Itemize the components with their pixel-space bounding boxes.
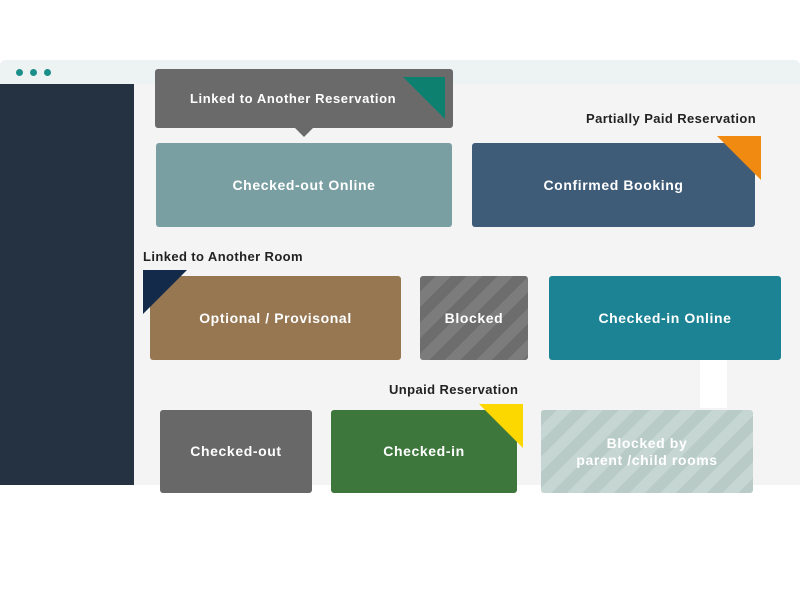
checked-out-online-block[interactable]: Checked-out Online (156, 143, 452, 227)
sidebar (0, 84, 134, 485)
optional-provisional-block[interactable]: Optional / Provisonal (150, 276, 401, 360)
blocked-parent-child-block[interactable]: Blocked by parent /child rooms (541, 410, 753, 493)
optional-provisional-label: Optional / Provisonal (199, 309, 352, 326)
window-dot[interactable] (44, 69, 51, 76)
partially-paid-corner-marker (717, 136, 761, 180)
window-dot[interactable] (16, 69, 23, 76)
divider-gap (700, 360, 727, 408)
checked-out-online-label: Checked-out Online (232, 176, 376, 193)
unpaid-label: Unpaid Reservation (389, 382, 519, 397)
linked-reservation-label: Linked to Another Reservation (190, 91, 397, 106)
blocked-label: Blocked (444, 309, 504, 326)
blocked-parent-line2: parent /child rooms (576, 451, 718, 468)
partially-paid-label: Partially Paid Reservation (586, 111, 757, 126)
blocked-parent-line1: Blocked by (606, 434, 688, 451)
confirmed-booking-label: Confirmed Booking (543, 176, 684, 193)
blocked-block[interactable]: Blocked (420, 276, 528, 360)
linked-reservation-corner-marker (403, 77, 445, 119)
checked-out-label: Checked-out (190, 443, 282, 459)
linked-room-corner-marker (143, 270, 187, 314)
checked-in-online-block[interactable]: Checked-in Online (549, 276, 781, 360)
tooltip-arrow (295, 128, 313, 137)
checked-in-online-label: Checked-in Online (598, 309, 732, 326)
window-dot[interactable] (30, 69, 37, 76)
linked-reservation-tooltip: Linked to Another Reservation (155, 69, 453, 128)
checked-in-label: Checked-in (383, 443, 465, 459)
confirmed-booking-block[interactable]: Confirmed Booking (472, 143, 755, 227)
checked-out-block[interactable]: Checked-out (160, 410, 312, 493)
unpaid-corner-marker (479, 404, 523, 448)
blocked-parent-child-label: Blocked by parent /child rooms (576, 435, 717, 469)
linked-room-label: Linked to Another Room (143, 249, 303, 264)
